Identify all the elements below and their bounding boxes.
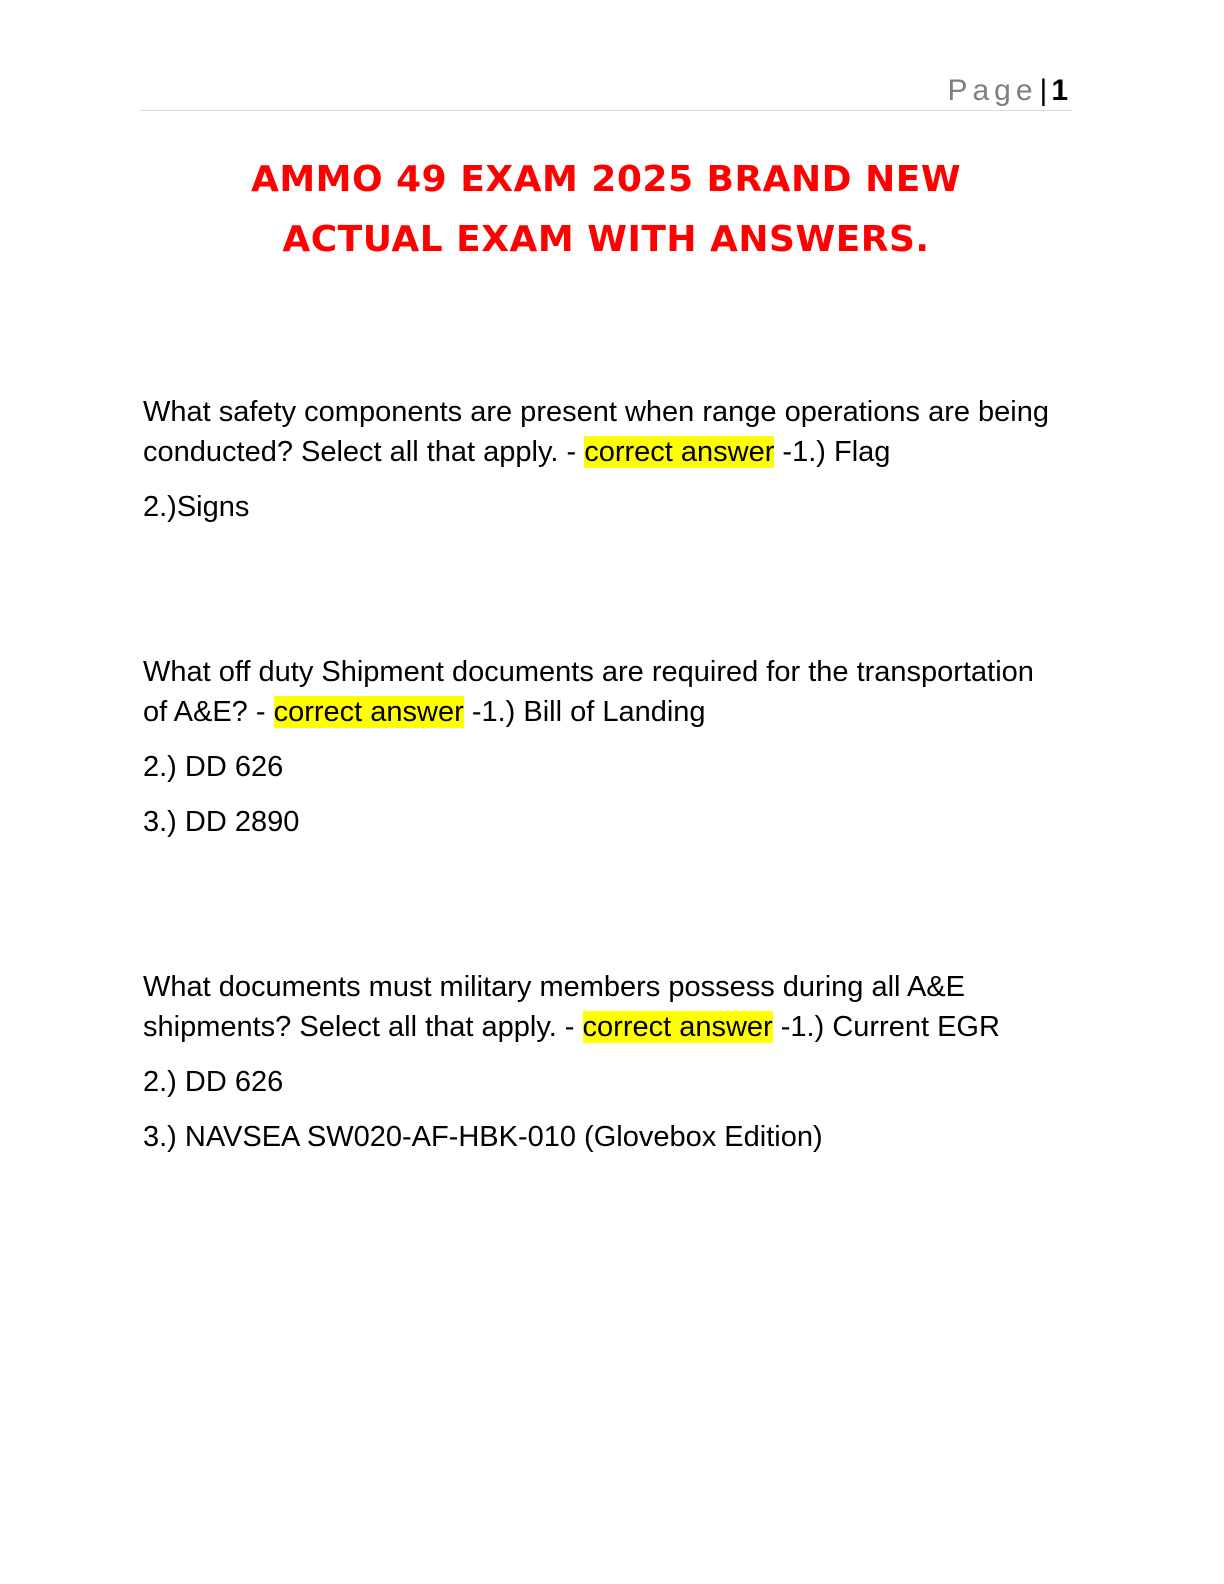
answer-first: -1.) Current EGR <box>780 1011 1000 1043</box>
answer-first: -1.) Bill of Landing <box>471 696 706 728</box>
answer-item: 2.) DD 626 <box>143 751 284 783</box>
page-header: Page|1 <box>140 72 1072 111</box>
answer-first: -1.) Flag <box>782 436 891 468</box>
answer-item: 3.) NAVSEA SW020-AF-HBK-010 (Glovebox Ed… <box>143 1121 823 1153</box>
title-line-1: AMMO 49 EXAM 2025 BRAND NEW <box>250 159 962 200</box>
question-text: What documents must military members pos… <box>143 967 1063 1047</box>
correct-answer-highlight: correct answer <box>582 1011 773 1043</box>
correct-answer-highlight: correct answer <box>273 696 464 728</box>
qa-block-1: What safety components are present when … <box>143 392 1063 527</box>
page-word: Page <box>947 74 1038 107</box>
page-number-label: Page|1 <box>947 72 1068 110</box>
question-body: What off duty Shipment documents are req… <box>143 656 1034 728</box>
document-title: AMMO 49 EXAM 2025 BRAND NEW ACTUAL EXAM … <box>140 150 1072 270</box>
qa-block-3: What documents must military members pos… <box>143 967 1063 1157</box>
answer-item: 2.) DD 626 <box>143 1066 284 1098</box>
answer-item: 3.) DD 2890 <box>143 806 300 838</box>
correct-answer-highlight: correct answer <box>584 436 775 468</box>
title-line-2: ACTUAL EXAM WITH ANSWERS. <box>282 219 930 260</box>
qa-block-2: What off duty Shipment documents are req… <box>143 652 1063 842</box>
question-body: What safety components are present when … <box>143 396 1049 468</box>
question-body: What documents must military members pos… <box>143 971 965 1043</box>
page-separator: | <box>1039 74 1048 107</box>
answer-item: 2.)Signs <box>143 491 250 523</box>
question-text: What safety components are present when … <box>143 392 1063 472</box>
page-digit: 1 <box>1051 74 1068 107</box>
question-text: What off duty Shipment documents are req… <box>143 652 1063 732</box>
